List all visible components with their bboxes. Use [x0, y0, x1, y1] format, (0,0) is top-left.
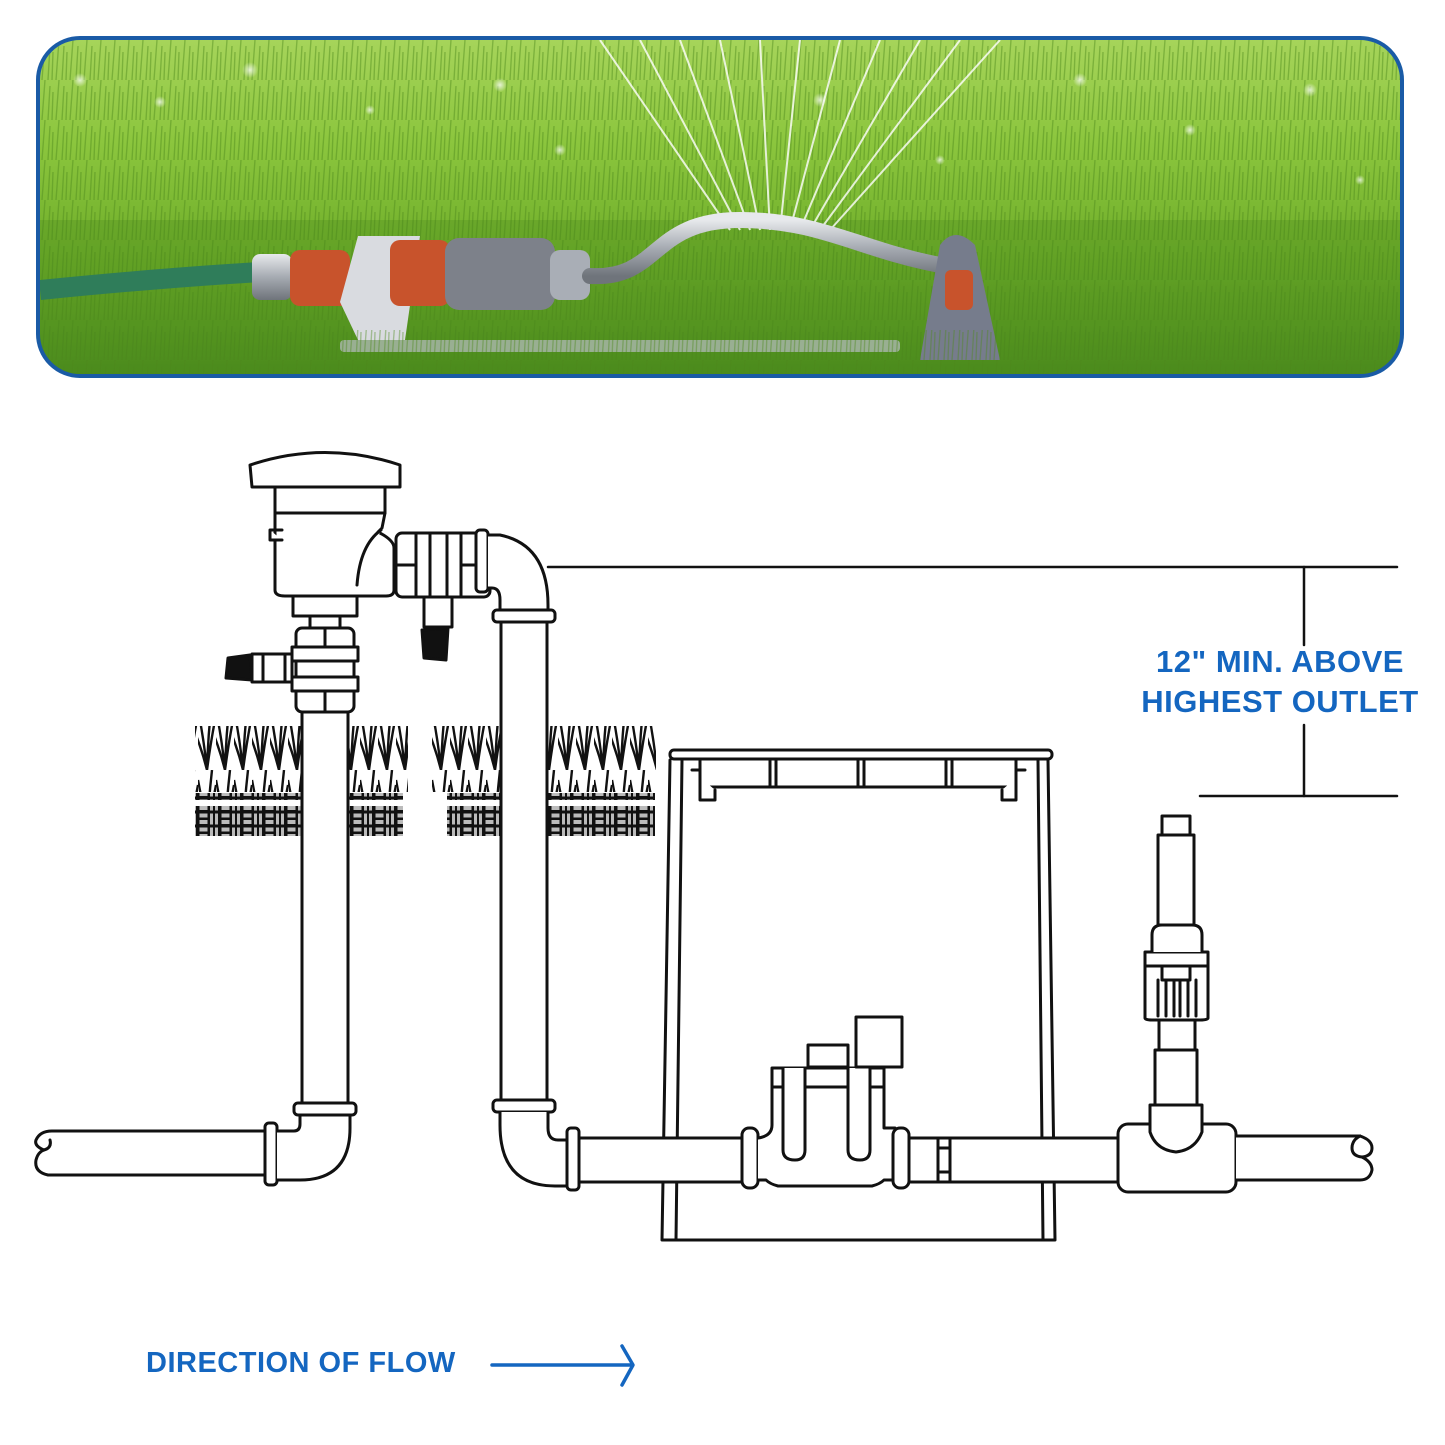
ground-grass-left [195, 726, 408, 836]
solenoid-valve [740, 1015, 911, 1190]
drain-valve-left [224, 652, 294, 684]
height-label-line1: 12" MIN. ABOVE [1156, 644, 1404, 679]
pop-up-sprinkler-head [1143, 814, 1210, 1107]
supply-pipe-inlet [34, 1101, 358, 1187]
height-dimension-lines [546, 565, 1399, 798]
riser-pipe-left [300, 708, 350, 1105]
drain-valve-right [420, 595, 454, 662]
riser-pipe-right [486, 533, 581, 1192]
valve-union-coupling [394, 528, 492, 599]
sprinkler-photo [40, 40, 1400, 374]
direction-of-flow-label: DIRECTION OF FLOW [146, 1347, 456, 1379]
water-spray [599, 40, 1001, 231]
sprinkler-photo-banner [36, 36, 1404, 378]
valve-box [660, 748, 1057, 1242]
hose-connector [252, 236, 590, 340]
height-requirement-label: 12" MIN. ABOVE HIGHEST OUTLET [1130, 642, 1430, 722]
sprinkler-end-stand [920, 235, 1000, 360]
height-label-line2: HIGHEST OUTLET [1141, 684, 1419, 719]
atmospheric-vacuum-breaker [248, 451, 402, 714]
sprinkler-tube [582, 211, 948, 285]
flow-arrow-icon [490, 1344, 635, 1387]
tee-fitting [1116, 1103, 1374, 1194]
outlet-pipe [907, 1136, 1121, 1184]
ground-grass-right [432, 726, 656, 836]
pipe-to-valve [577, 1136, 746, 1184]
garden-hose [40, 262, 261, 300]
